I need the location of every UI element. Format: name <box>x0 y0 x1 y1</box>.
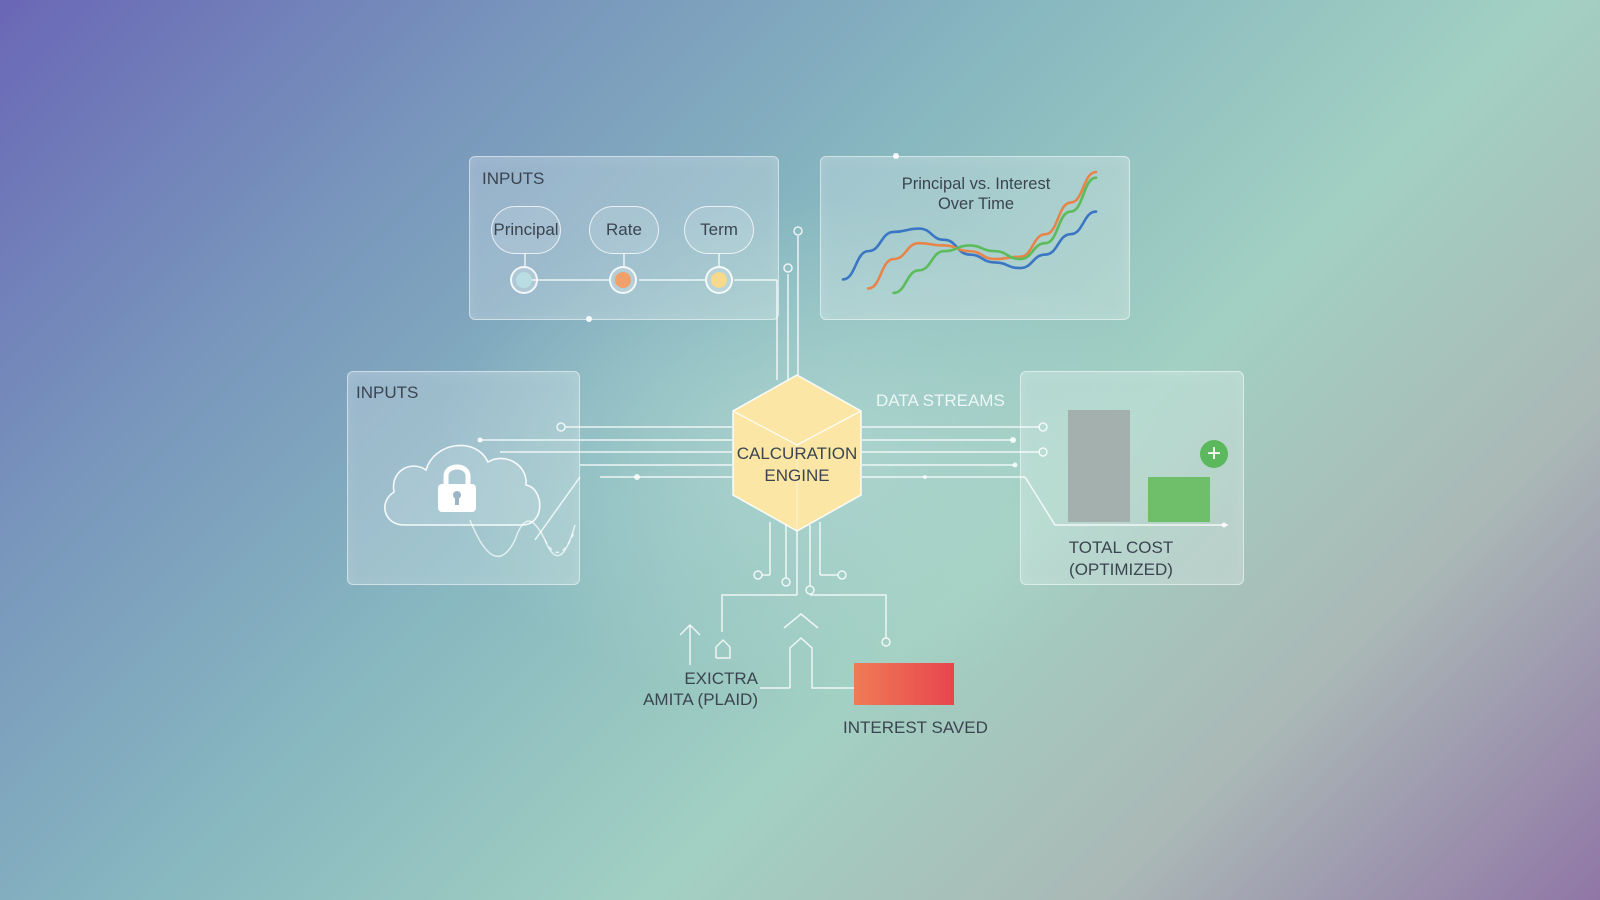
extra-data-label: EXICTRA AMITA (PLAID) <box>600 668 758 710</box>
term-pill[interactable]: Term <box>684 206 754 254</box>
baseline-cost-bar <box>1068 410 1130 522</box>
optimized-cost-bar <box>1148 477 1210 522</box>
plus-icon[interactable]: + <box>1200 440 1228 468</box>
interest-saved-label: INTEREST SAVED <box>843 718 988 737</box>
lock-icon <box>438 464 476 512</box>
calculation-engine[interactable] <box>727 373 867 533</box>
chart-panel: Principal vs. Interest Over Time <box>820 156 1130 320</box>
principal-node[interactable] <box>510 266 538 294</box>
term-node[interactable] <box>705 266 733 294</box>
inputs-panel-title: INPUTS <box>482 169 545 188</box>
total-cost-line1: TOTAL COST <box>1068 538 1174 557</box>
chart-series-line-2 <box>892 176 1098 295</box>
inputs-panel-left-title: INPUTS <box>356 383 419 402</box>
total-cost-panel: TOTAL COST (OPTIMIZED) <box>1020 371 1244 585</box>
data-streams-label: DATA STREAMS <box>876 391 1005 410</box>
chart-title: Principal vs. Interest Over Time <box>856 174 1096 214</box>
chart-title-line2: Over Time <box>937 195 1015 213</box>
chart-title-line1: Principal vs. Interest <box>901 175 1051 193</box>
total-cost-label: TOTAL COST (OPTIMIZED) <box>1021 537 1221 581</box>
rate-pill[interactable]: Rate <box>589 206 659 254</box>
engine-label-line1: CALCURATION <box>736 444 858 463</box>
inputs-panel-left: INPUTS <box>347 371 580 585</box>
extra-data-line2: AMITA (PLAID) <box>643 690 758 709</box>
interest-saved-bar <box>854 663 954 705</box>
engine-label: CALCURATION ENGINE <box>727 443 867 487</box>
line-chart <box>841 170 1098 295</box>
principal-pill[interactable]: Principal <box>491 206 561 254</box>
rate-node[interactable] <box>609 266 637 294</box>
chart-series-line-0 <box>841 210 1098 281</box>
roof-icon <box>783 613 819 629</box>
extra-data-line1: EXICTRA <box>684 669 758 688</box>
chart-series-line-1 <box>867 170 1098 290</box>
house-icon <box>715 638 731 659</box>
total-cost-line2: (OPTIMIZED) <box>1069 560 1173 579</box>
engine-label-line2: ENGINE <box>764 466 830 485</box>
